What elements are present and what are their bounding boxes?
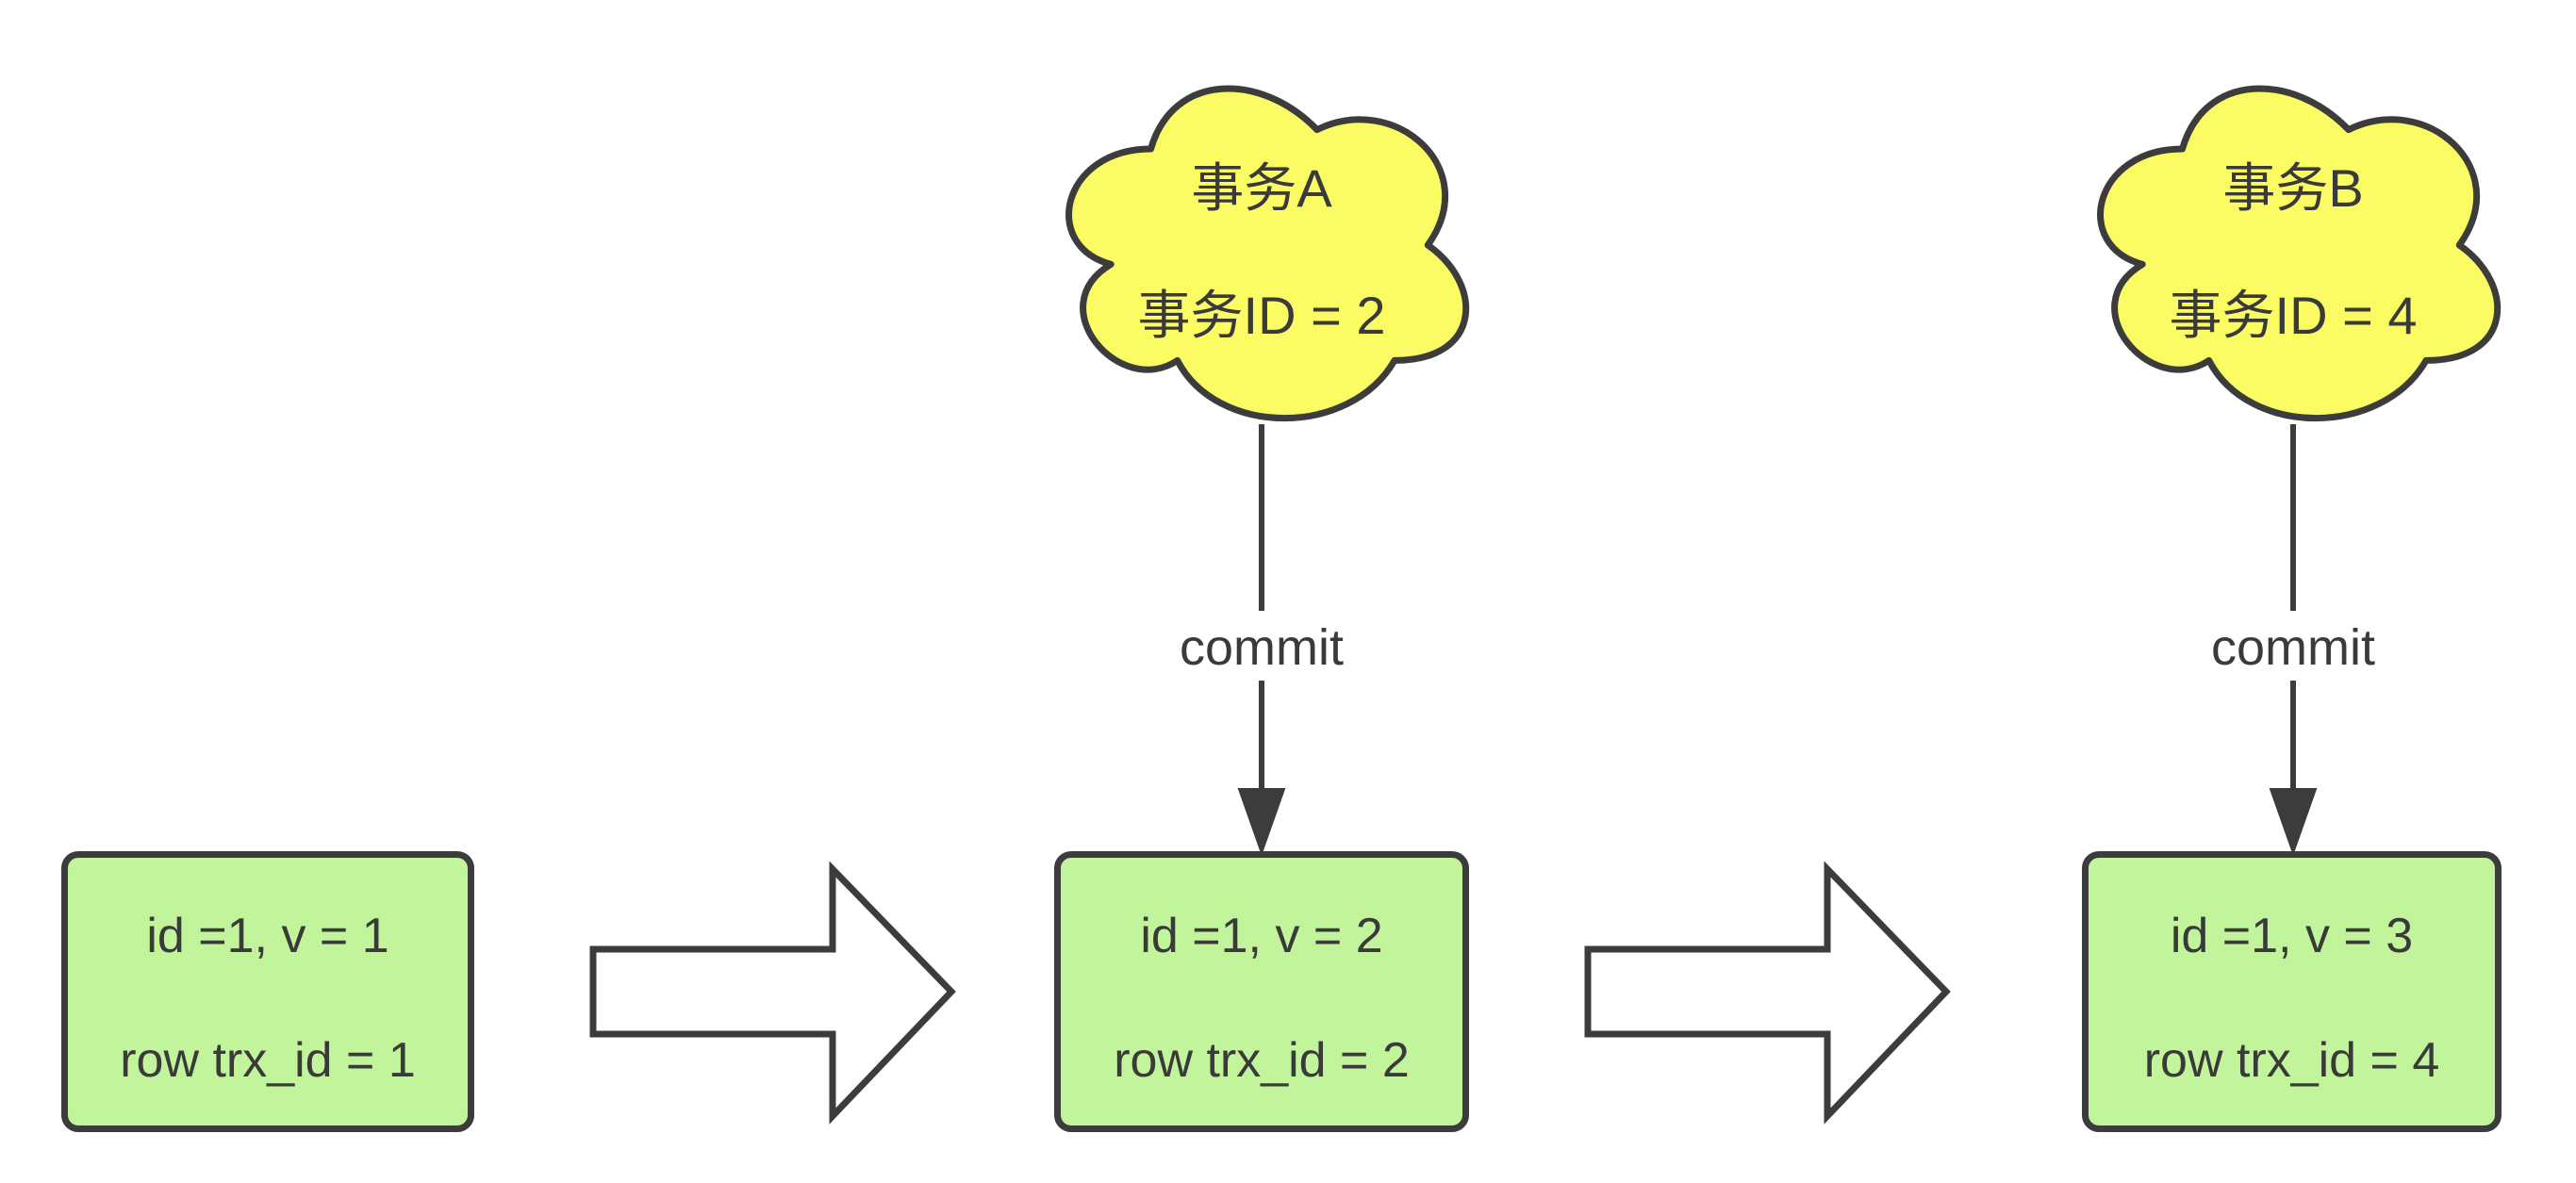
commit-arrow-b bbox=[2269, 424, 2318, 857]
row-trx-id: row trx_id = 2 bbox=[1114, 1033, 1410, 1088]
transaction-b-id: 事务ID = 4 bbox=[2169, 286, 2418, 345]
transaction-a-title: 事务A bbox=[1191, 158, 1332, 218]
commit-arrow-a bbox=[1237, 424, 1286, 857]
cloud-transaction-b: 事务B 事务ID = 4 bbox=[2072, 53, 2515, 437]
flow-arrow-2 bbox=[1584, 861, 1951, 1125]
commit-label-b: commit bbox=[2152, 620, 2435, 675]
row-version-box-3: id =1, v = 3 row trx_id = 4 bbox=[2082, 851, 2502, 1132]
transaction-b-title: 事务B bbox=[2222, 158, 2364, 218]
row-values: id =1, v = 3 bbox=[2170, 909, 2414, 963]
row-trx-id: row trx_id = 1 bbox=[120, 1033, 416, 1088]
commit-label-a: commit bbox=[1120, 620, 1403, 675]
row-version-box-2: id =1, v = 2 row trx_id = 2 bbox=[1054, 851, 1469, 1132]
row-trx-id: row trx_id = 4 bbox=[2143, 1033, 2440, 1088]
row-version-box-1: id =1, v = 1 row trx_id = 1 bbox=[61, 851, 474, 1132]
cloud-icon bbox=[2097, 85, 2502, 421]
row-values: id =1, v = 1 bbox=[146, 909, 389, 963]
row-values: id =1, v = 2 bbox=[1140, 909, 1383, 963]
flow-arrow-1 bbox=[589, 861, 956, 1125]
cloud-icon bbox=[1065, 85, 1470, 421]
cloud-transaction-a: 事务A 事务ID = 2 bbox=[1040, 53, 1483, 437]
transaction-a-id: 事务ID = 2 bbox=[1137, 286, 1386, 345]
